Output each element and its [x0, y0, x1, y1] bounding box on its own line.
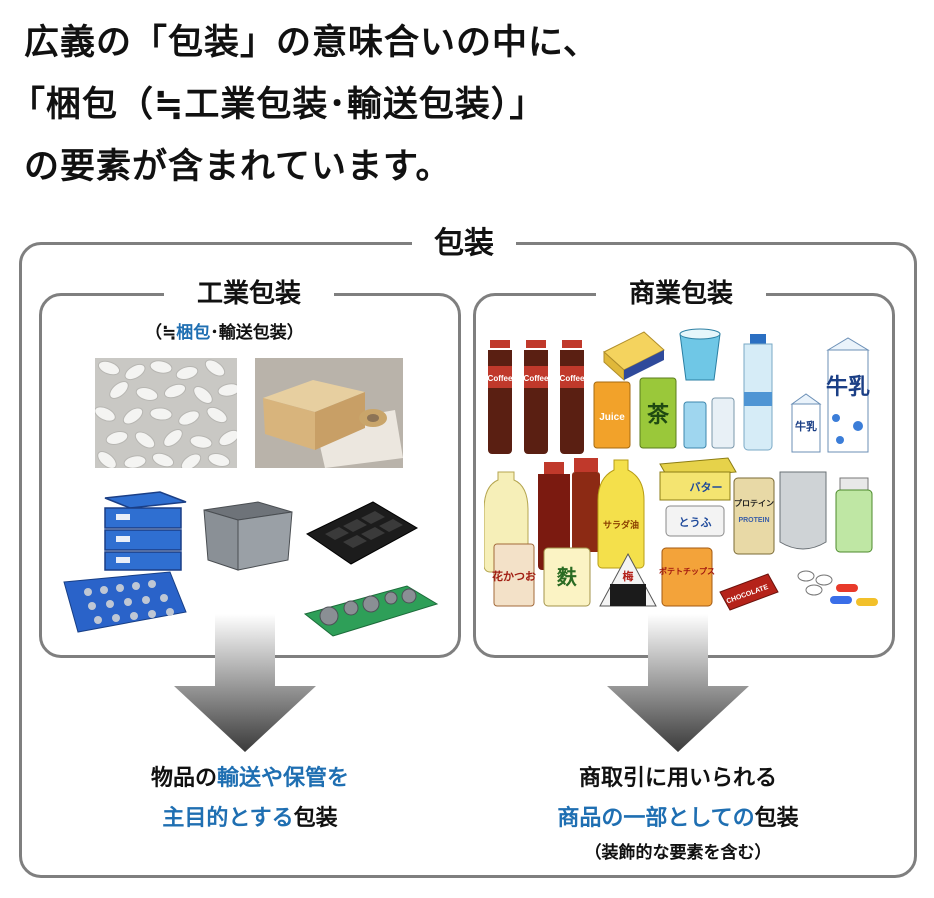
packaging-title: 包装: [412, 222, 516, 266]
industrial-subtitle-open: （≒: [145, 323, 177, 343]
green-parts-tray-image: [303, 580, 439, 640]
coffee-bottle-3: [560, 340, 584, 454]
pills: [797, 570, 878, 606]
coffee-label-3: Coffee: [560, 374, 585, 383]
blue-stacking-bins-image: [100, 490, 190, 572]
coffee-label-2: Coffee: [524, 374, 549, 383]
headline-line-3: の要素が含まれています。: [24, 147, 452, 187]
industrial-caption-line-1: 物品の輸送や保管を: [95, 760, 405, 792]
gray-container-image: [198, 500, 296, 572]
onigiri-label: 梅: [623, 569, 634, 583]
black-tray-image: [303, 498, 419, 568]
industrial-caption-line-2: 主目的とする包装: [95, 800, 405, 832]
tea-label: 茶: [647, 402, 670, 427]
industrial-subtitle-rest: ･輸送包装）: [210, 323, 304, 343]
coffee-label-1: Coffee: [488, 374, 513, 383]
headline-line-1: 広義の「包装」の意味合いの中に、: [24, 23, 599, 63]
industrial-caption-l2-a: 主目的とする: [162, 806, 294, 831]
industrial-caption-l1-b: 輸送や保管を: [217, 766, 350, 791]
industrial-caption: 物品の輸送や保管を 主目的とする包装: [95, 760, 405, 832]
milk-label-small: 牛乳: [795, 419, 817, 433]
protein-label: プロテイン: [734, 498, 774, 508]
industrial-caption-l1-a: 物品の: [150, 766, 217, 791]
salad-oil-label: サラダ油: [603, 519, 639, 530]
tofu-label: とうふ: [679, 516, 712, 529]
industrial-subtitle: （≒梱包･輸送包装）: [145, 318, 304, 343]
commercial-caption-line-3: （装飾的な要素を含む）: [584, 843, 772, 863]
cardboard-box-image: [255, 358, 403, 468]
commercial-caption-line-1: 商取引に用いられる: [578, 766, 777, 791]
commercial-caption-line-2: 商品の一部としての包装: [518, 800, 838, 832]
packing-peanuts-image: [95, 358, 237, 468]
headline-line-2: 「梱包（≒工業包装･輸送包装）」: [10, 85, 546, 125]
butter-label: バター: [690, 481, 723, 494]
coffee-bottle-2: [524, 340, 548, 454]
industrial-caption-l2-b: 包装: [293, 806, 338, 831]
commercial-down-arrow: [603, 614, 753, 754]
protein-en-label: PROTEIN: [738, 517, 769, 524]
headline: 広義の「包装」の意味合いの中に、 「梱包（≒工業包装･輸送包装）」 の要素が含ま…: [0, 0, 934, 200]
milk-label: 牛乳: [826, 374, 870, 399]
commercial-products-illustration: Coffee Coffee Coffee 牛乳 Juice 茶 牛乳: [484, 322, 884, 612]
chips-label: ポテトチップス: [659, 566, 715, 576]
industrial-subtitle-konpou: 梱包: [176, 323, 211, 343]
industrial-down-arrow: [170, 614, 320, 754]
commercial-caption: 商取引に用いられる 商品の一部としての包装 （装飾的な要素を含む）: [518, 760, 838, 863]
katsuo-label: 花かつお: [492, 569, 536, 583]
industrial-packaging-title: 工業包装: [164, 276, 334, 312]
coffee-bottle-1: [488, 340, 512, 454]
commercial-caption-l2-b: 包装: [754, 806, 799, 831]
commercial-caption-l2-a: 商品の一部としての: [557, 806, 755, 831]
commercial-packaging-title: 商業包装: [596, 276, 766, 312]
juice-label: Juice: [599, 412, 625, 423]
fu-label: 麩: [556, 565, 577, 589]
blue-parts-tray-image: [60, 568, 188, 636]
